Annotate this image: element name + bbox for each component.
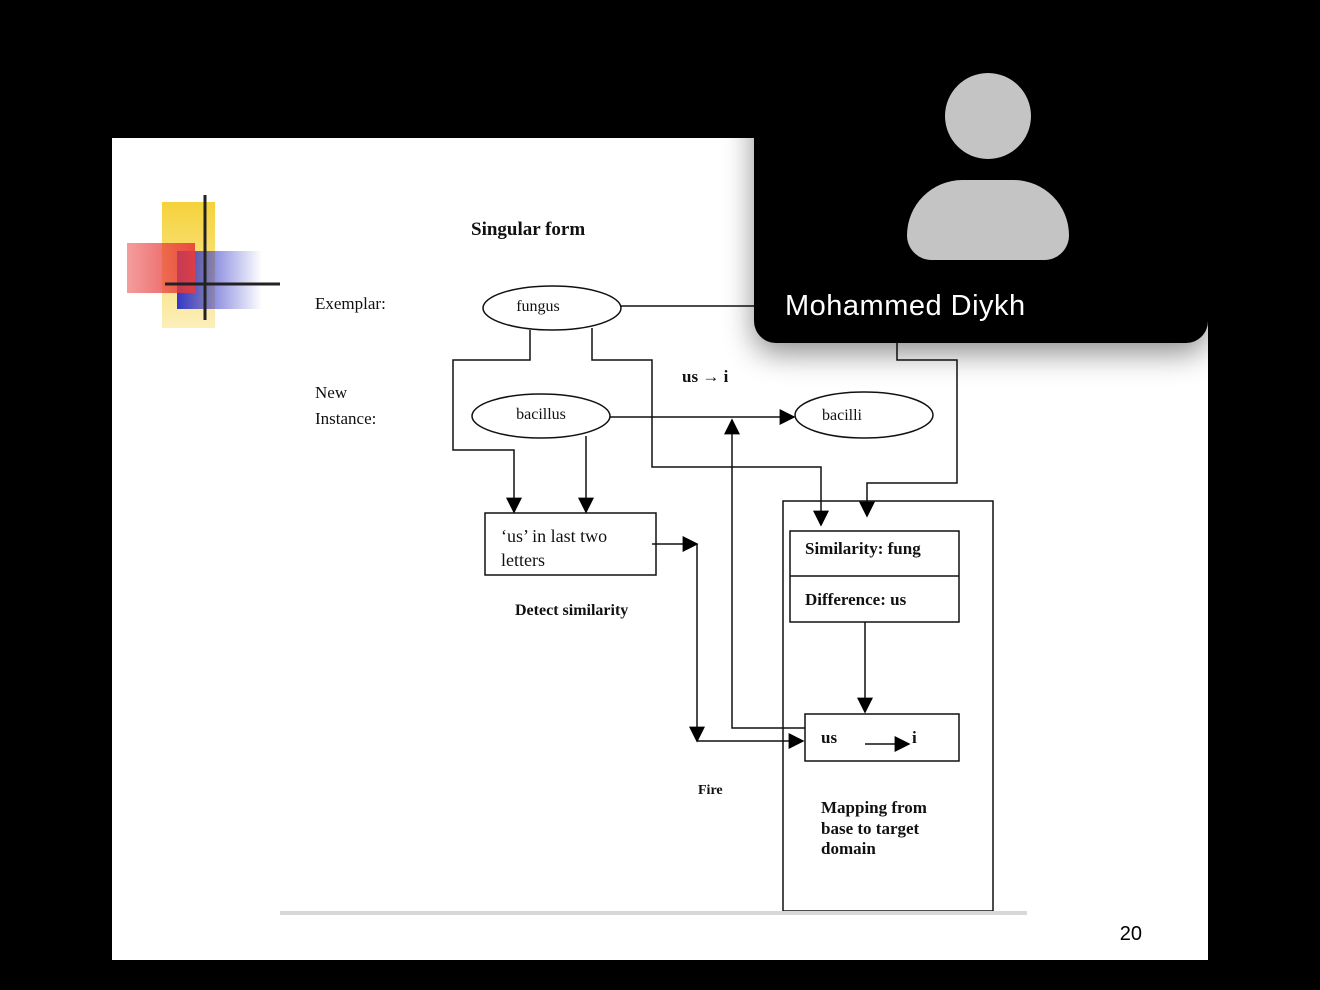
mapping-from-label: us	[821, 728, 837, 747]
new-instance-label-line2: Instance:	[315, 409, 376, 428]
similarity-label: Similarity: fung	[805, 539, 921, 558]
connector-exemplar-to-similarity-2	[591, 328, 829, 527]
diagram-title: Singular form	[471, 219, 585, 240]
slide-number: 20	[1119, 923, 1142, 945]
mapping-box	[804, 713, 960, 762]
output-node-label: bacilli	[822, 407, 863, 424]
connector-exemplar-to-condition	[452, 330, 531, 514]
rule-label: us → i	[682, 367, 729, 386]
condition-box	[484, 512, 657, 576]
output-node	[794, 391, 934, 439]
mapping-caption-line1: Mapping from	[821, 798, 927, 817]
mapping-caption-line2: base to target	[821, 819, 920, 838]
connector-mapping-to-output	[724, 418, 805, 729]
avatar-head	[945, 73, 1031, 159]
condition-box-line2: letters	[501, 550, 545, 570]
difference-label: Difference: us	[805, 590, 907, 609]
exemplar-label: Exemplar:	[315, 294, 386, 313]
slide-logo-decoration	[127, 195, 280, 328]
instance-node	[471, 393, 611, 439]
fire-label: Fire	[698, 783, 723, 798]
mapping-caption-line3: domain	[821, 839, 876, 858]
detect-similarity-caption: Detect similarity	[515, 602, 628, 619]
diagram: Singular form Exemplar: New Instance: fu…	[127, 195, 1027, 915]
participant-name: Mohammed Diykh	[785, 290, 1026, 322]
exemplar-node	[482, 285, 622, 331]
mapping-to-label: i	[912, 728, 917, 747]
condition-box-line1: ‘us’ in last two	[501, 526, 607, 546]
instance-node-label: bacillus	[516, 406, 566, 423]
exemplar-node-label: fungus	[516, 298, 560, 315]
avatar-body	[907, 180, 1069, 260]
new-instance-label-line1: New	[315, 383, 348, 402]
participant-video-tile[interactable]: Mohammed Diykh	[754, 0, 1208, 343]
